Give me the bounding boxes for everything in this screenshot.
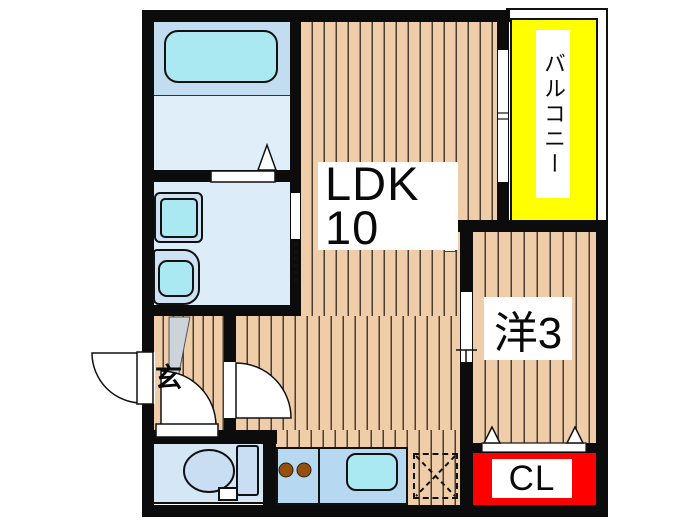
toilet-door-leaf xyxy=(155,423,219,438)
front-door-swing-arc xyxy=(91,352,143,404)
kitchen-sink xyxy=(346,453,398,491)
washing-machine-pan-inner xyxy=(160,198,198,238)
balcony-name: バルコニー xyxy=(541,51,566,177)
entrance-name: 玄 xyxy=(155,363,182,393)
refrigerator-space xyxy=(413,453,458,499)
toilet-bowl xyxy=(183,449,235,493)
closet-door-triangle-left xyxy=(482,425,502,444)
ldk-name: LDK xyxy=(325,157,420,210)
washroom-door-opening xyxy=(291,193,300,239)
ldk-size: 10 xyxy=(325,201,380,254)
bathroom-door-triangle xyxy=(256,142,278,171)
balcony-window xyxy=(498,50,508,182)
wall-right xyxy=(596,220,608,517)
vanity-basin xyxy=(158,260,194,297)
wall-washroom-bottom xyxy=(142,305,301,316)
washroom-door-dotted-line xyxy=(294,243,298,282)
balcony-label: バルコニー xyxy=(536,30,570,198)
stove-burner-left xyxy=(278,462,294,478)
western-room-label: 洋3 xyxy=(484,297,572,360)
western-room-name: 洋3 xyxy=(493,308,563,358)
closet-label: CL xyxy=(492,459,572,498)
bathroom-door-track xyxy=(210,170,276,183)
wall-top xyxy=(142,10,510,22)
refrigerator-x-line2 xyxy=(415,455,456,497)
stove-burner-right xyxy=(296,462,312,478)
hall-door-opening xyxy=(224,362,236,418)
toilet-door-swing-arc xyxy=(160,370,217,427)
closet-door-track xyxy=(481,442,587,453)
wall-bath-ldk xyxy=(290,10,301,315)
front-door-leaf xyxy=(136,351,154,405)
closet-name: CL xyxy=(508,458,556,498)
wall-toilet-kitchen xyxy=(263,430,276,517)
ldk-room-label: LDK 10 xyxy=(318,157,458,254)
hall-door-swing-arc xyxy=(235,362,292,419)
wall-western-top xyxy=(458,220,608,232)
entrance-label: 玄 xyxy=(155,356,182,395)
closet-door-triangle-right xyxy=(565,425,585,444)
toilet-tank xyxy=(236,445,259,496)
western-room-door xyxy=(461,292,472,362)
bathtub xyxy=(164,30,278,83)
toilet-flush-box xyxy=(218,487,238,501)
wall-bottom xyxy=(142,505,608,517)
